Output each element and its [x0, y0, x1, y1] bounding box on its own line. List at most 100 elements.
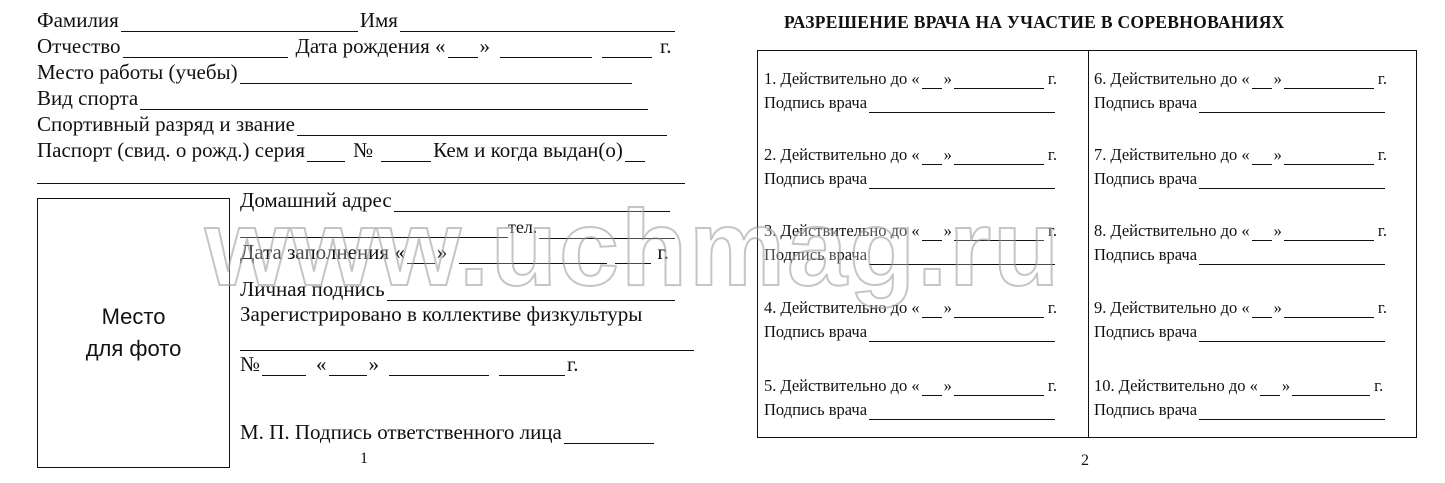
permit-title: РАЗРЕШЕНИЕ ВРАЧА НА УЧАСТИЕ В СОРЕВНОВАН…: [784, 12, 1285, 32]
reg-day-field[interactable]: [328, 357, 367, 376]
reg-year-field[interactable]: [499, 357, 566, 376]
valid-until-label: Действительно до «: [1110, 298, 1250, 317]
doctor-signature-label: Подпись врача: [1094, 245, 1198, 264]
doctor-signature-row: Подпись врача: [1094, 89, 1414, 113]
valid-month-field[interactable]: [1283, 302, 1374, 318]
doctor-signature-field[interactable]: [1199, 326, 1386, 342]
sport-field[interactable]: [140, 91, 649, 110]
stamp-row: М. П. Подпись ответственного лица: [240, 420, 656, 444]
surname-field[interactable]: [120, 13, 358, 32]
fill-day-field[interactable]: [406, 245, 435, 264]
valid-day-field[interactable]: [921, 225, 942, 241]
valid-year-suffix: г.: [1377, 145, 1387, 164]
phone-label: тел.: [508, 217, 538, 237]
doctor-signature-row: Подпись врача: [764, 241, 1084, 265]
rank-row: Спортивный разряд и звание: [37, 112, 669, 136]
valid-month-field[interactable]: [953, 302, 1044, 318]
reg-number-field[interactable]: [262, 357, 307, 376]
workplace-row: Место работы (учебы): [37, 60, 634, 84]
left-page: Фамилия Имя Отчество Дата рождения « » г…: [0, 0, 720, 483]
page-number-right: 2: [1081, 452, 1089, 469]
issued-label: Кем и когда выдан(о): [433, 138, 623, 162]
responsible-signature-field[interactable]: [563, 425, 654, 444]
workplace-field[interactable]: [239, 65, 632, 84]
valid-month-field[interactable]: [953, 225, 1044, 241]
passport-series-field[interactable]: [307, 143, 346, 162]
birth-month-field[interactable]: [500, 39, 593, 58]
valid-day-field[interactable]: [1251, 302, 1272, 318]
doctor-signature-field[interactable]: [869, 404, 1056, 420]
fill-month-field[interactable]: [459, 245, 608, 264]
doctor-signature-row: Подпись врача: [764, 396, 1084, 420]
sport-label: Вид спорта: [37, 86, 139, 110]
valid-close-quote: »: [1273, 298, 1282, 317]
valid-month-field[interactable]: [1292, 380, 1371, 396]
birth-day-field[interactable]: [447, 39, 478, 58]
phone-field[interactable]: [539, 220, 676, 239]
address-continuation-line[interactable]: [240, 237, 508, 238]
registered-label: Зарегистрировано в коллективе физкультур…: [240, 302, 643, 326]
reg-month-field[interactable]: [389, 357, 490, 376]
valid-close-quote: »: [1281, 376, 1291, 395]
valid-day-field[interactable]: [1259, 380, 1280, 396]
phone-row: тел.: [508, 215, 677, 239]
entry-number: 7.: [1094, 145, 1107, 164]
doctor-signature-label: Подпись врача: [764, 245, 868, 264]
permit-entry: 2.Действительно до «»г.Подпись врача: [764, 141, 1084, 189]
doctor-signature-row: Подпись врача: [1094, 318, 1414, 342]
issued-continuation-line[interactable]: [37, 183, 685, 184]
issued-field[interactable]: [624, 143, 645, 162]
valid-month-field[interactable]: [953, 73, 1044, 89]
entry-number: 2.: [764, 145, 777, 164]
valid-close-quote: »: [943, 69, 952, 88]
valid-year-suffix: г.: [1047, 298, 1057, 317]
valid-day-field[interactable]: [921, 302, 942, 318]
valid-day-field[interactable]: [1251, 149, 1272, 165]
patronymic-field[interactable]: [122, 39, 288, 58]
valid-month-field[interactable]: [953, 149, 1044, 165]
registered-field[interactable]: [240, 350, 694, 351]
reg-quote-close: »: [368, 352, 380, 376]
signature-row: Личная поднись: [240, 277, 677, 301]
valid-close-quote: »: [1273, 221, 1282, 240]
valid-month-field[interactable]: [1283, 73, 1374, 89]
reg-number-row: № « » г.: [240, 352, 579, 376]
valid-close-quote: »: [1273, 69, 1282, 88]
valid-month-field[interactable]: [1283, 149, 1374, 165]
valid-day-field[interactable]: [921, 380, 942, 396]
name-field[interactable]: [399, 13, 675, 32]
doctor-signature-label: Подпись врача: [764, 169, 868, 188]
doctor-signature-field[interactable]: [869, 326, 1056, 342]
validity-row: 9.Действительно до «»г.: [1094, 294, 1414, 318]
valid-day-field[interactable]: [921, 73, 942, 89]
valid-until-label: Действительно до «: [1118, 376, 1258, 395]
fill-date-row: Дата заполнения « » г.: [240, 240, 669, 264]
valid-month-field[interactable]: [953, 380, 1044, 396]
doctor-signature-field[interactable]: [869, 249, 1056, 265]
birth-year-field[interactable]: [602, 39, 653, 58]
doctor-signature-row: Подпись врача: [1094, 165, 1414, 189]
doctor-signature-field[interactable]: [1199, 173, 1386, 189]
doctor-signature-row: Подпись врача: [1094, 241, 1414, 265]
doctor-signature-field[interactable]: [1199, 249, 1386, 265]
signature-field[interactable]: [386, 282, 675, 301]
fill-year-field[interactable]: [615, 245, 652, 264]
doctor-signature-field[interactable]: [1199, 97, 1386, 113]
doctor-signature-field[interactable]: [1199, 404, 1386, 420]
doctor-signature-label: Подпись врача: [1094, 169, 1198, 188]
address-field[interactable]: [393, 193, 670, 212]
valid-day-field[interactable]: [1251, 225, 1272, 241]
entry-number: 6.: [1094, 69, 1107, 88]
valid-day-field[interactable]: [921, 149, 942, 165]
doctor-signature-field[interactable]: [869, 173, 1056, 189]
permit-entry: 8.Действительно до «»г.Подпись врача: [1094, 217, 1414, 265]
passport-number-sign: №: [353, 138, 374, 162]
valid-month-field[interactable]: [1283, 225, 1374, 241]
permit-entry: 9.Действительно до «»г.Подпись врача: [1094, 294, 1414, 342]
doctor-signature-field[interactable]: [869, 97, 1056, 113]
valid-day-field[interactable]: [1251, 73, 1272, 89]
passport-number-field[interactable]: [381, 143, 432, 162]
workplace-label: Место работы (учебы): [37, 60, 238, 84]
permit-entry: 7.Действительно до «»г.Подпись врача: [1094, 141, 1414, 189]
rank-field[interactable]: [296, 117, 667, 136]
